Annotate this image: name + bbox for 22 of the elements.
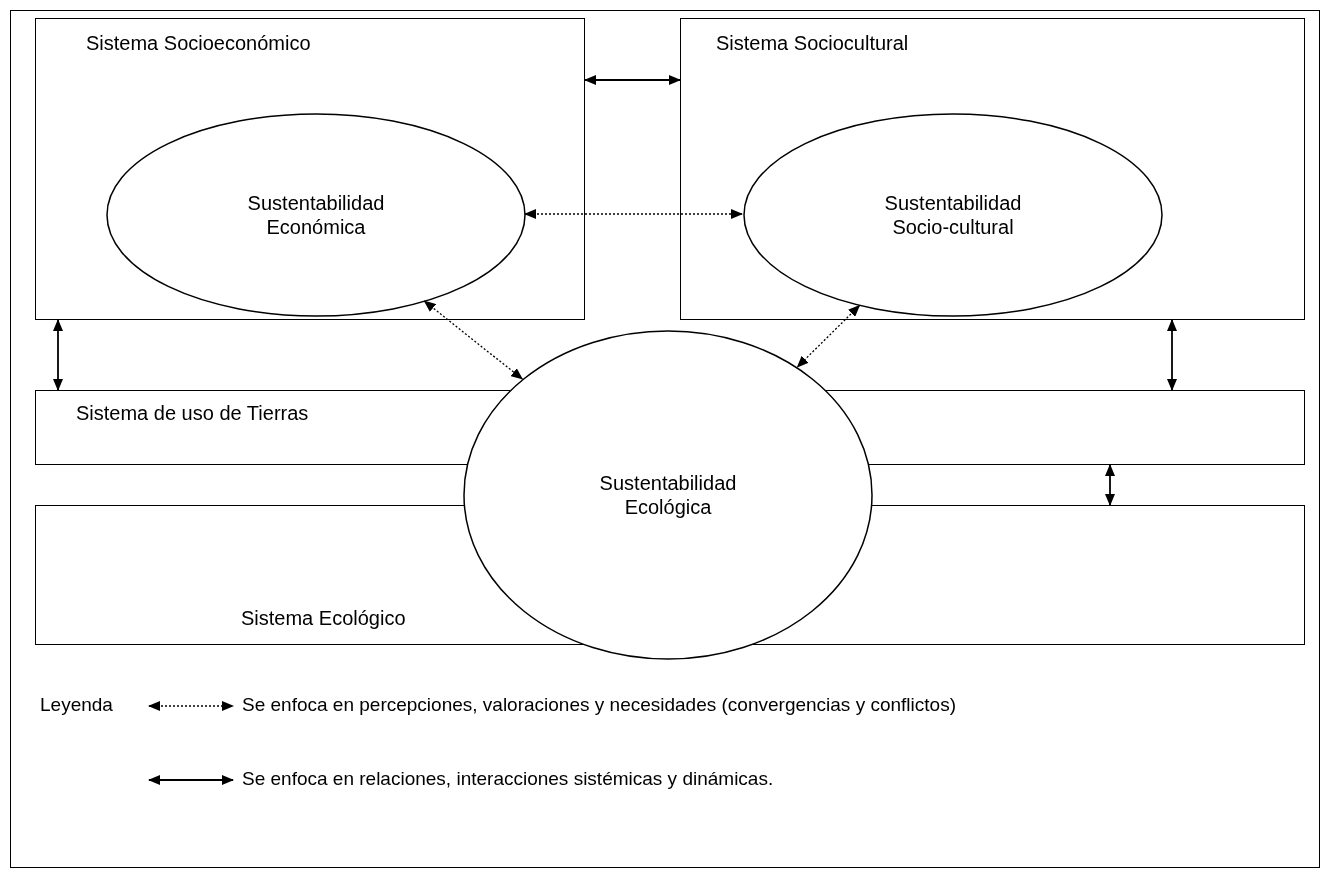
double-headed-arrow: [53, 319, 63, 391]
legend-text: Se enfoca en relaciones, interacciones sistémicas y dinámicas.: [242, 768, 774, 790]
node-label: Sustentabilidad Ecológica: [598, 471, 738, 519]
legend-title: Leyenda: [40, 694, 113, 716]
ellipse-node: [106, 113, 526, 317]
ellipse-node: [463, 330, 873, 660]
node-label: Sustentabilidad Socio-cultural: [883, 191, 1023, 239]
system-box: [35, 18, 585, 320]
double-headed-arrow: [524, 209, 743, 219]
double-headed-arrow: [423, 300, 524, 380]
double-headed-arrow: [1167, 319, 1177, 391]
node-label: Sistema de uso de Tierras: [76, 401, 309, 425]
node-label: Sistema Sociocultural: [716, 31, 909, 55]
double-headed-arrow: [1105, 464, 1115, 506]
double-headed-arrow: [796, 304, 861, 368]
node-label: Sistema Socioeconómico: [86, 31, 311, 55]
system-box: [680, 18, 1305, 320]
node-label: Sistema Ecológico: [241, 606, 406, 630]
ellipse-node: [743, 113, 1163, 317]
legend-text: Se enfoca en percepciones, valoraciones y necesidades (convergencias y conflictos): [242, 694, 956, 716]
node-label: Sustentabilidad Económica: [246, 191, 386, 239]
double-headed-arrow: [584, 75, 681, 85]
